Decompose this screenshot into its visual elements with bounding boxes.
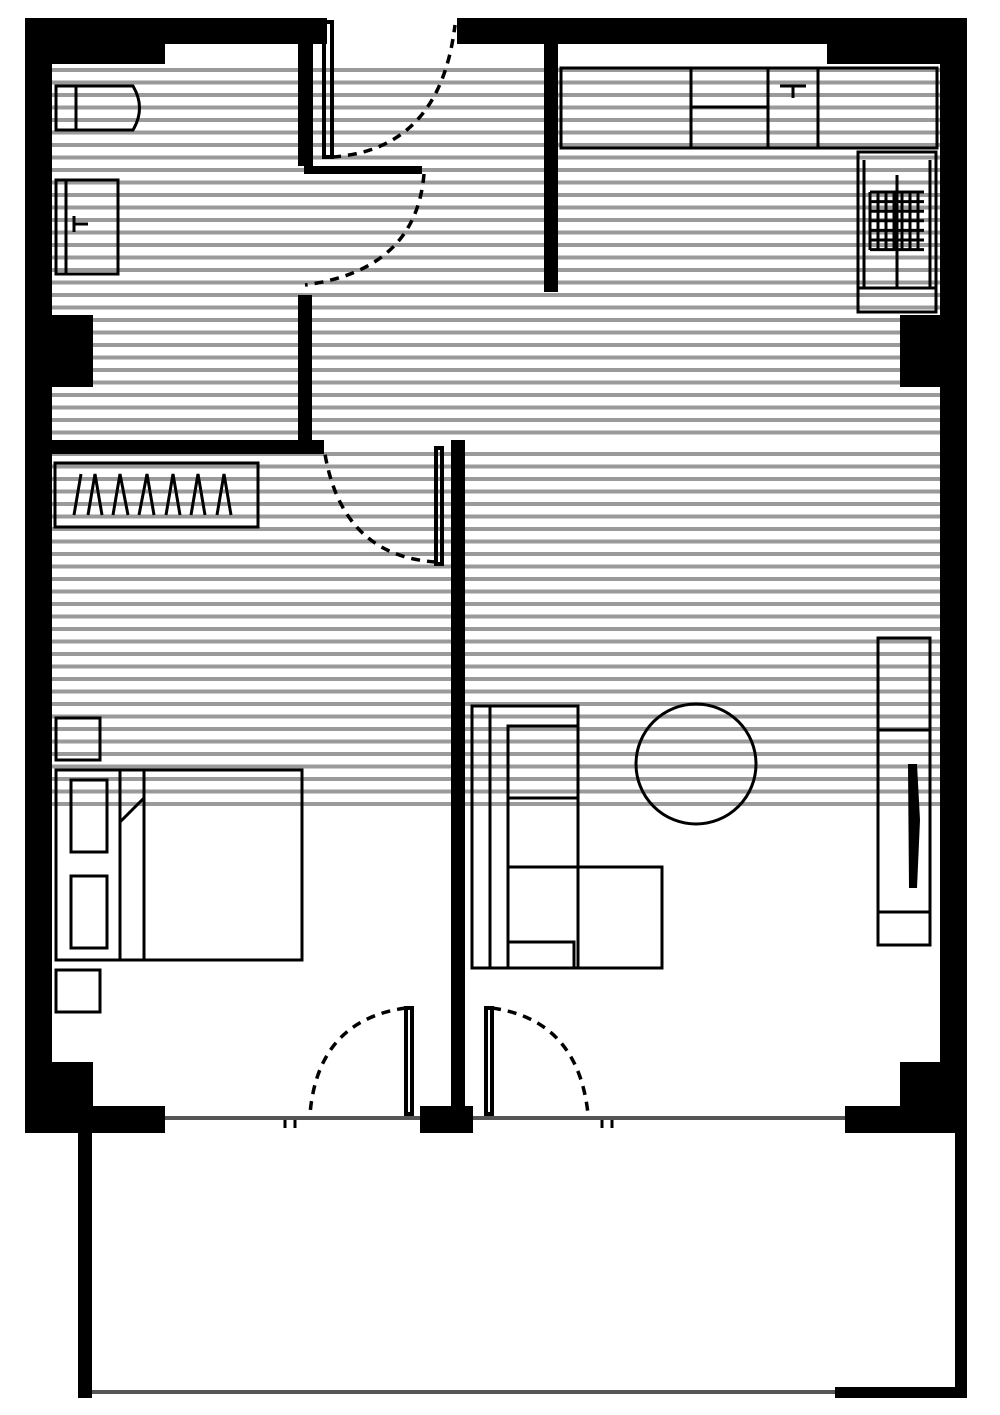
sofa [470,704,664,970]
balcony [78,1133,967,1398]
pillow [69,874,109,950]
mullion [420,1106,473,1133]
double-bed [54,768,304,962]
bathroom-door[interactable] [304,173,426,287]
floor-hatching [52,68,940,806]
toilet [54,84,141,132]
living-balcony-door[interactable] [484,1006,590,1116]
fridge [856,150,938,314]
nightstand [54,968,102,1014]
nightstand [54,716,102,762]
kitchen-counter [559,66,939,150]
entrance-door[interactable] [322,20,457,159]
tv-unit [876,636,932,947]
round-table [634,702,758,826]
window-glazing [165,1116,845,1128]
column [25,315,93,387]
column [900,315,967,387]
interior-walls [52,18,558,1110]
wardrobe [53,461,260,529]
bedroom-balcony-door[interactable] [308,1006,414,1116]
washbasin [54,178,120,276]
kitchen-sink [780,84,806,98]
exterior-walls [25,18,967,1133]
pillow [69,778,109,854]
bedroom-door[interactable] [322,446,444,566]
